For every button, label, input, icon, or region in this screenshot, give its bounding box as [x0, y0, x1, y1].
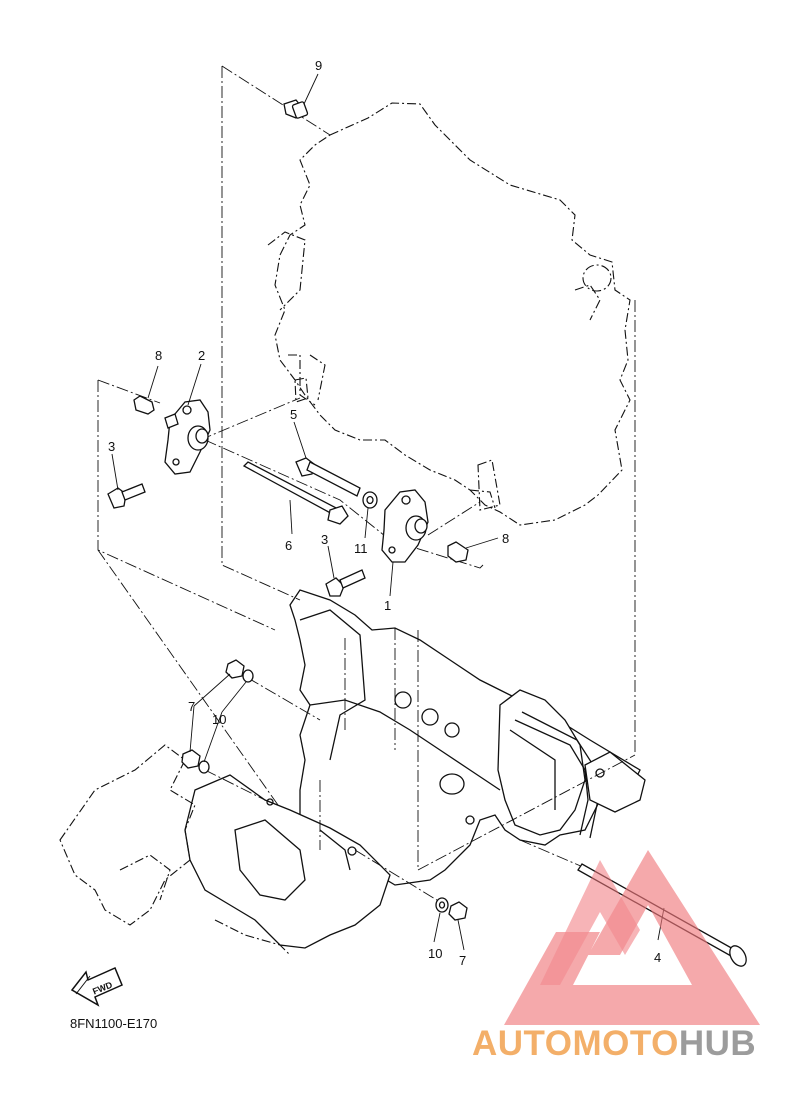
- engine-phantom-outline: [267, 102, 631, 526]
- watermark-logo-triangle: [504, 850, 760, 1025]
- callout-10-upper: 10: [212, 712, 226, 727]
- watermark-part1: AUTOMOTO: [472, 1024, 679, 1063]
- bolt-6-long: [242, 461, 349, 525]
- nut-7-lower: [448, 901, 468, 921]
- bolt-3-right: [325, 569, 366, 597]
- watermark-part2: HUB: [679, 1024, 756, 1063]
- nut-7-upper-a: [225, 659, 254, 683]
- callout-9: 9: [315, 58, 322, 73]
- bolt-8-left: [133, 395, 155, 415]
- watermark-text: AUTOMOTOHUB: [472, 1024, 756, 1063]
- bolt-3-left: [107, 483, 146, 509]
- callout-7-lower: 7: [459, 953, 466, 968]
- callout-3-right: 3: [321, 532, 328, 547]
- engine-mount-left: [164, 399, 211, 475]
- engine-mount-right: [381, 489, 429, 563]
- engine-bed-frame: [59, 589, 646, 956]
- callout-3-left: 3: [108, 439, 115, 454]
- bolt-5: [295, 457, 361, 497]
- callout-2: 2: [198, 348, 205, 363]
- automotohub-watermark: AUTOMOTOHUB: [472, 850, 760, 1063]
- callout-11: 11: [354, 541, 368, 556]
- callout-1: 1: [384, 598, 391, 613]
- callout-8-right: 8: [502, 531, 509, 546]
- bolt-9: [283, 99, 309, 119]
- nut-7-upper-b: [181, 749, 210, 774]
- callout-5: 5: [290, 407, 297, 422]
- diagram-code: 8FN1100-E170: [70, 1016, 157, 1031]
- washer-11: [362, 491, 378, 509]
- callout-10-lower: 10: [428, 946, 442, 961]
- fwd-direction-arrow: FWD: [70, 967, 123, 1007]
- callout-7-upper: 7: [188, 699, 195, 714]
- callout-4: 4: [654, 950, 661, 965]
- washer-10-lower: [435, 897, 449, 913]
- callout-6: 6: [285, 538, 292, 553]
- callout-labels: 9 8 2 3 5 6 11 3 1 8 7 10 10 7 4: [108, 58, 661, 968]
- bolt-8-right: [447, 541, 469, 563]
- callout-8-left: 8: [155, 348, 162, 363]
